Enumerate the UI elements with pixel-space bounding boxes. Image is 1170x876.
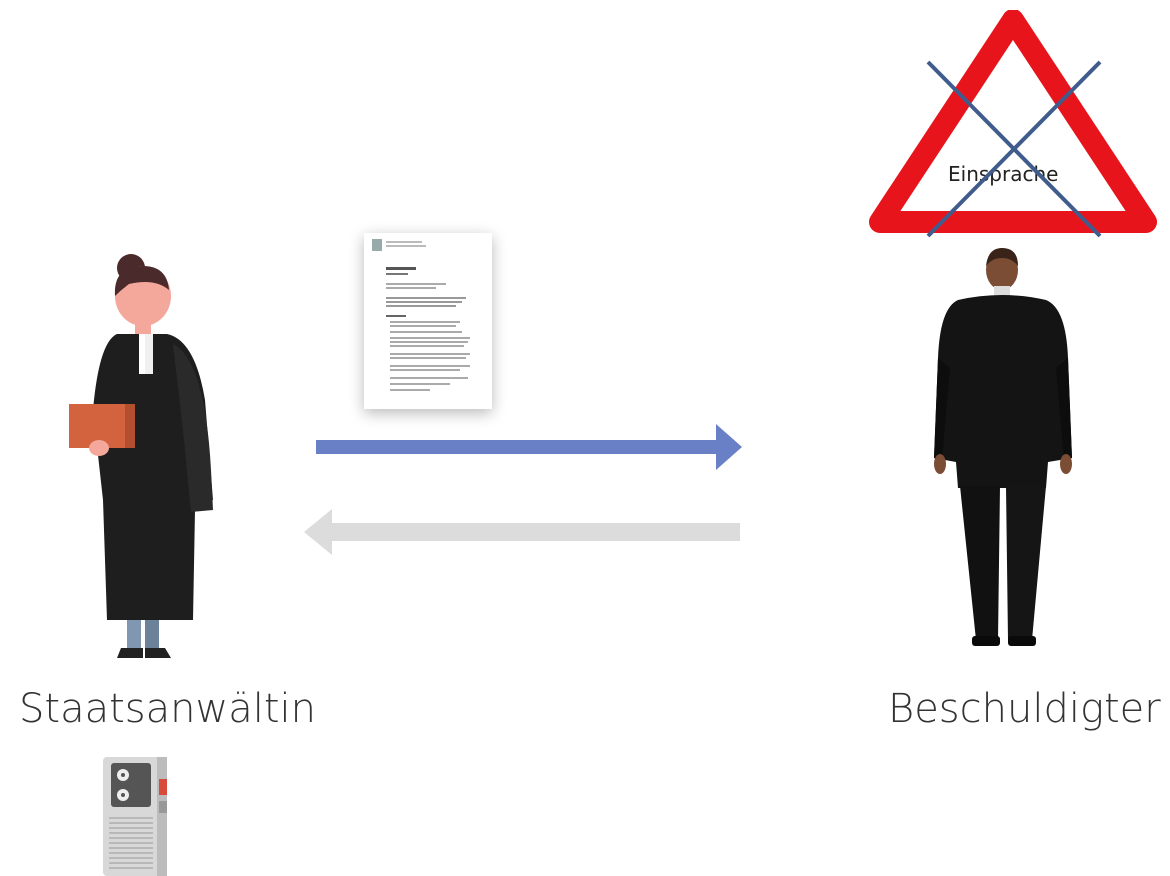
accused-figure [934,248,1072,646]
cross-icon [926,60,1102,238]
accused-label: Beschuldigter [888,686,1161,732]
prosecutor-figure [69,254,213,658]
warning-sign: Einsprache [866,10,1160,242]
dictaphone-icon [103,757,167,876]
prosecutor-label: Staatsanwältin [19,686,316,732]
document-icon [364,233,492,409]
warning-triangle-icon [869,10,1157,233]
document-lines [372,239,470,391]
forward-arrow [316,424,742,470]
backward-arrow [304,509,740,555]
